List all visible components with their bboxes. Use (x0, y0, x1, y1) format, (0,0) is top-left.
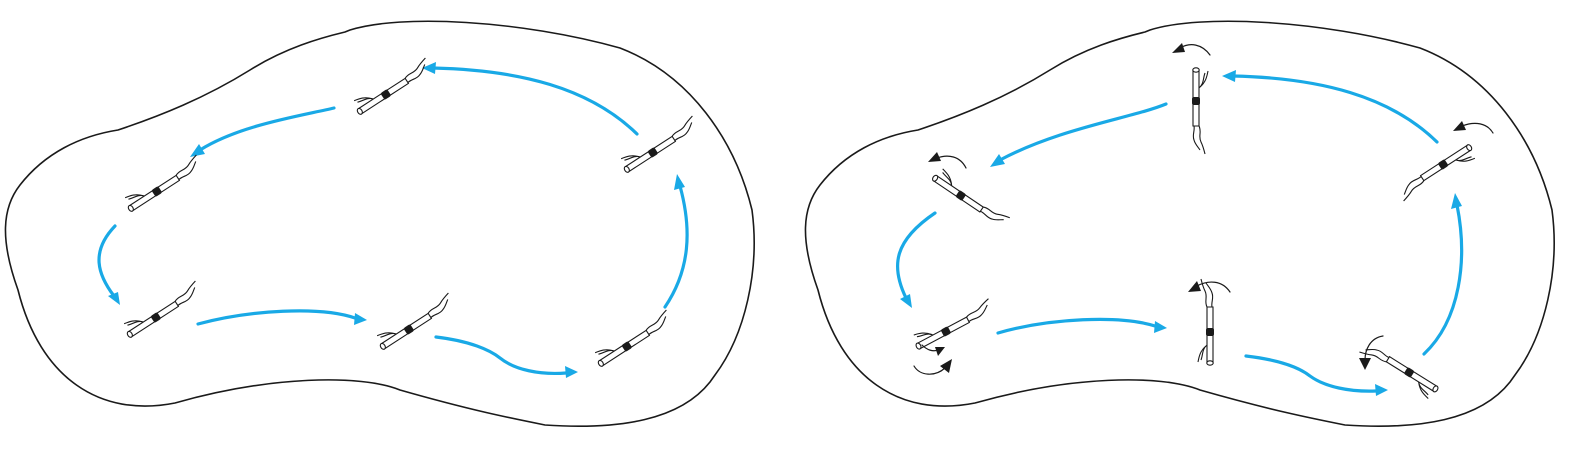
twig-with-knot-icon (121, 151, 205, 214)
flow-arrow-icon (1451, 193, 1462, 209)
pool-outline-right (804, 20, 1555, 427)
rotation-arrow-icon (1172, 43, 1185, 53)
flow-arrow-icon (895, 211, 937, 300)
rotation-arrow-icon (1188, 281, 1201, 292)
twig-with-knot-icon (350, 54, 434, 117)
flow-arrow-icon (1375, 384, 1388, 396)
flow-arrow-icon (97, 224, 117, 298)
twig-with-knot-icon (910, 295, 996, 352)
flow-arrow-icon (1222, 70, 1236, 82)
flow-arrow-icon (996, 317, 1157, 335)
twig-with-knot-icon (930, 166, 1013, 230)
rotation-arrow-icon (940, 359, 952, 373)
rotation-arrow-icon (1461, 122, 1494, 134)
rotation-arrow-icon (1359, 358, 1371, 370)
twig-with-knot-icon (617, 112, 701, 175)
flow-arrow-icon (565, 366, 578, 378)
rotation-arrow-icon (913, 365, 946, 375)
twig-with-knot-icon (1395, 142, 1479, 205)
flow-arrow-icon (1231, 74, 1439, 144)
flow-arrow-icon (663, 184, 689, 309)
flow-arrow-icon (990, 154, 1005, 167)
flow-arrow-icon (900, 294, 912, 308)
flow-arrow-icon (431, 66, 639, 136)
twig-with-knot-icon (1191, 67, 1209, 155)
flow-arrows-right (895, 70, 1464, 396)
rotation-arrow-icon (1196, 281, 1231, 293)
rotation-arrow-icon (1179, 44, 1211, 56)
flow-arrows-left (97, 62, 689, 378)
rotation-arrow-icon (935, 347, 945, 356)
rotation-arrow-icon (928, 152, 941, 162)
rotation-arrow-icon (936, 155, 967, 169)
flow-arrow-icon (434, 335, 568, 376)
rotation-arrows-right (913, 43, 1494, 375)
twig-with-knot-icon (373, 289, 457, 352)
pool-outline-left (4, 20, 755, 427)
rotation-arrow-icon (1364, 335, 1384, 361)
flow-arrow-icon (1422, 203, 1464, 356)
flow-arrow-icon (1154, 321, 1167, 333)
flow-arrow-icon (108, 292, 120, 305)
flow-arrow-icon (196, 309, 357, 326)
twig-with-knot-icon (120, 277, 204, 340)
flow-arrow-icon (422, 62, 436, 74)
flow-arrow-icon (674, 174, 685, 190)
flow-arrow-icon (198, 106, 336, 152)
flow-arrow-icon (998, 102, 1168, 162)
left-panel (4, 20, 755, 427)
right-panel (804, 20, 1555, 427)
twig-with-knot-icon (1197, 278, 1215, 366)
sticks-right (910, 67, 1479, 401)
twig-with-knot-icon (591, 306, 675, 369)
flow-arrow-icon (1244, 354, 1378, 393)
flow-arrow-icon (190, 144, 205, 157)
rotation-arrow-icon (1453, 121, 1466, 131)
flow-arrow-icon (354, 313, 367, 325)
